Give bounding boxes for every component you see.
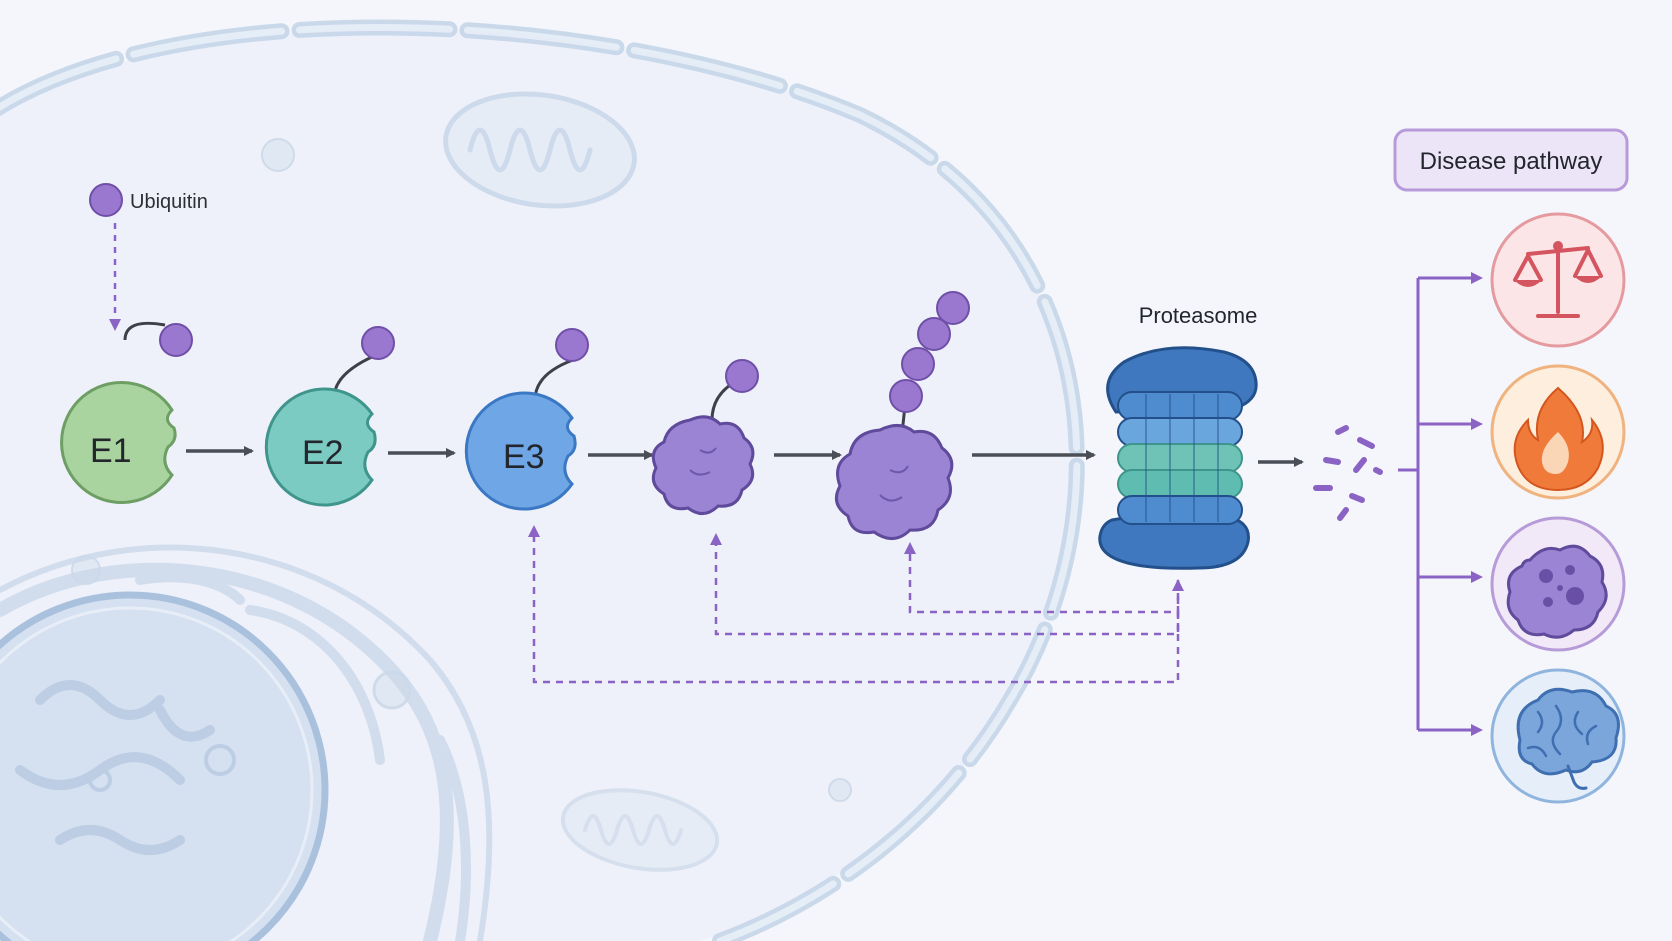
e3-label: E3 xyxy=(503,438,545,476)
nucleus xyxy=(0,591,329,941)
ubiquitin-icon xyxy=(159,323,193,357)
ubiquitin-legend-icon xyxy=(89,183,123,217)
e1-label: E1 xyxy=(90,432,132,470)
disease-pathway-panel: Disease pathway xyxy=(1393,128,1629,804)
balance-scale-icon xyxy=(1490,212,1626,348)
e3-enzyme: E3 xyxy=(464,328,589,511)
disease-pathway-badge xyxy=(1393,128,1629,192)
proteasome: Proteasome xyxy=(1098,303,1258,570)
ubiquitin-legend: Ubiquitin xyxy=(89,183,208,331)
tumor-cell-icon xyxy=(1490,516,1626,652)
ubiquitin-icon xyxy=(725,359,759,393)
e1-enzyme: E1 xyxy=(60,321,193,504)
e2-enzyme: E2 xyxy=(264,326,395,507)
flame-icon xyxy=(1490,364,1626,500)
e2-label: E2 xyxy=(302,434,344,472)
mitochondrion-icon xyxy=(443,91,637,209)
substrate-protein-polyubiquitinated xyxy=(834,291,970,540)
brain-icon xyxy=(1490,668,1626,804)
feedback-arrows xyxy=(528,525,1184,684)
ubiquitin-icon xyxy=(555,328,589,362)
disease-connector xyxy=(1398,272,1483,736)
peptide-fragments xyxy=(1313,425,1383,521)
mitochondrion-small-icon xyxy=(560,788,720,872)
endoplasmic-reticulum xyxy=(0,544,493,941)
substrate-protein-mono xyxy=(651,359,759,515)
ubiquitin-label: Ubiquitin xyxy=(130,191,208,213)
disease-pathway-label: Disease pathway xyxy=(1420,148,1603,175)
ubiquitin-chain-icon xyxy=(889,379,923,413)
ubiquitin-icon xyxy=(361,326,395,360)
proteasome-label: Proteasome xyxy=(1139,303,1258,328)
